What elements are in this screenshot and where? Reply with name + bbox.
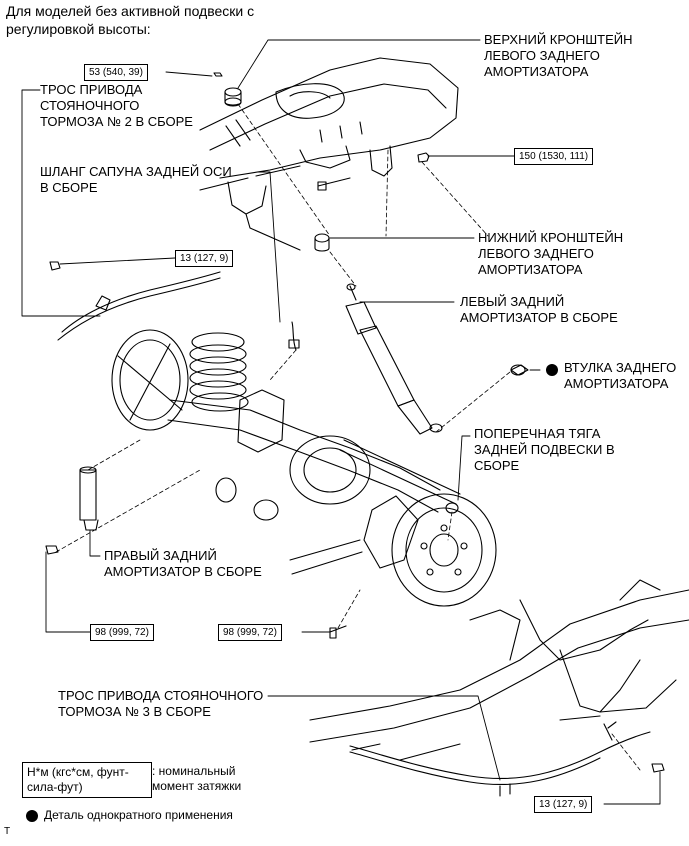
coil-spring xyxy=(189,332,249,412)
left-brake-disc xyxy=(111,329,189,431)
corner-mark: T xyxy=(4,826,11,837)
vehicle-frame-upper xyxy=(199,57,459,251)
torque-98-left: 98 (999, 72) xyxy=(90,624,154,641)
left-shock-part xyxy=(345,283,443,435)
torque-98-right: 98 (999, 72) xyxy=(218,624,282,641)
legend-unit-box: Н*м (кгс*см, фунт- сила-фут) xyxy=(22,762,152,798)
shock-bushing-part xyxy=(510,364,529,376)
torque-13-bottom: 13 (127, 9) xyxy=(534,796,593,813)
torque-13-top: 13 (127, 9) xyxy=(175,250,234,267)
nut-150 xyxy=(417,152,430,163)
parking-cable-3-part xyxy=(349,721,665,797)
label-right-shock: ПРАВЫЙ ЗАДНИЙ АМОРТИЗАТОР В СБОРЕ xyxy=(104,548,262,579)
nut-53 xyxy=(213,72,223,77)
bolt-98 xyxy=(329,625,347,639)
vehicle-frame-lower xyxy=(309,579,689,761)
label-breather-hose: ШЛАНГ САПУНА ЗАДНЕЙ ОСИ В СБОРЕ xyxy=(40,164,232,195)
right-shock-part xyxy=(45,466,99,555)
label-lower-bracket: НИЖНИЙ КРОНШТЕЙН ЛЕВОГО ЗАДНЕГО АМОРТИЗА… xyxy=(478,230,624,277)
parking-cable-2-part xyxy=(49,261,221,341)
single-use-marker-icon xyxy=(546,364,558,376)
label-upper-bracket: ВЕРХНИЙ КРОНШТЕЙН ЛЕВОГО ЗАДНЕГО АМОРТИЗ… xyxy=(484,32,633,79)
breather-hose-part xyxy=(288,321,300,351)
label-parking-cable-3: ТРОС ПРИВОДА СТОЯНОЧНОГО ТОРМОЗА № 3 В С… xyxy=(58,688,264,719)
label-left-shock: ЛЕВЫЙ ЗАДНИЙ АМОРТИЗАТОР В СБОРЕ xyxy=(460,294,618,325)
torque-53: 53 (540, 39) xyxy=(84,64,148,81)
legend-unit-description: : номинальный момент затяжки xyxy=(152,764,242,793)
label-lateral-rod: ПОПЕРЕЧНАЯ ТЯГА ЗАДНЕЙ ПОДВЕСКИ В СБОРЕ xyxy=(474,426,615,473)
upper-bracket-part xyxy=(224,87,242,107)
lower-bracket-part xyxy=(314,233,330,252)
legend-single-use-icon xyxy=(26,810,38,822)
axle-housing xyxy=(167,389,441,575)
right-brake-drum xyxy=(363,493,497,607)
frame-bolt xyxy=(317,177,351,191)
label-shock-bushing: ВТУЛКА ЗАДНЕГО АМОРТИЗАТОРА xyxy=(564,360,677,391)
label-parking-cable-2: ТРОС ПРИВОДА СТОЯНОЧНОГО ТОРМОЗА № 2 В С… xyxy=(40,82,193,129)
legend-single-use-text: Деталь однократного применения xyxy=(44,808,233,822)
torque-150: 150 (1530, 111) xyxy=(514,148,594,165)
page-heading: Для моделей без активной подвески с регу… xyxy=(6,3,255,37)
